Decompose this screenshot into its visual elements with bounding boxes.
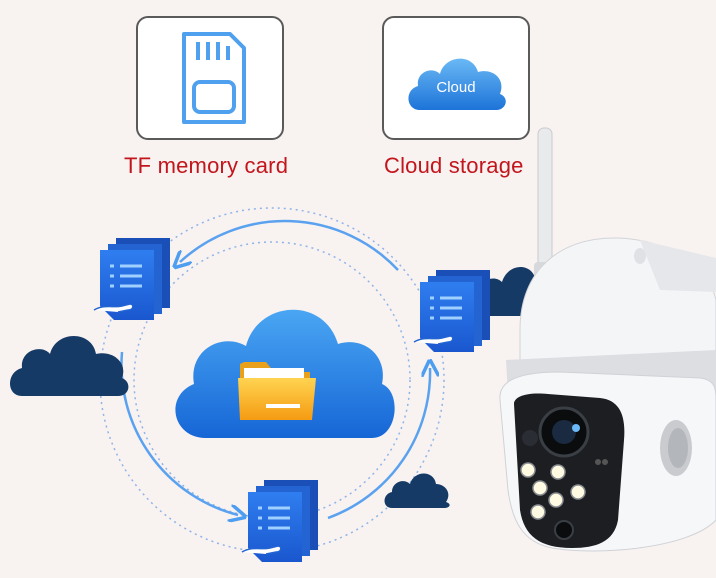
arrow-top: [180, 219, 399, 271]
cloud-icon-label: Cloud: [436, 79, 475, 96]
cloud-icon: Cloud: [408, 58, 506, 110]
tf-card-box: [136, 16, 284, 140]
arrow-bottom: [327, 368, 430, 520]
tf-card-caption: TF memory card: [124, 153, 289, 178]
navy-cloud-left-icon: [10, 336, 129, 396]
document-stack-left-icon: [93, 238, 170, 320]
document-stack-bottom-icon: [241, 480, 318, 562]
navy-cloud-bottom-icon: [384, 473, 450, 508]
sd-card-icon: [182, 32, 246, 124]
folder-icon: [238, 362, 316, 420]
cloud-storage-box: Cloud: [382, 16, 530, 140]
document-stack-right-icon: [413, 270, 490, 352]
cloud-storage-caption: Cloud storage: [384, 153, 524, 178]
security-camera-icon: [499, 127, 716, 552]
